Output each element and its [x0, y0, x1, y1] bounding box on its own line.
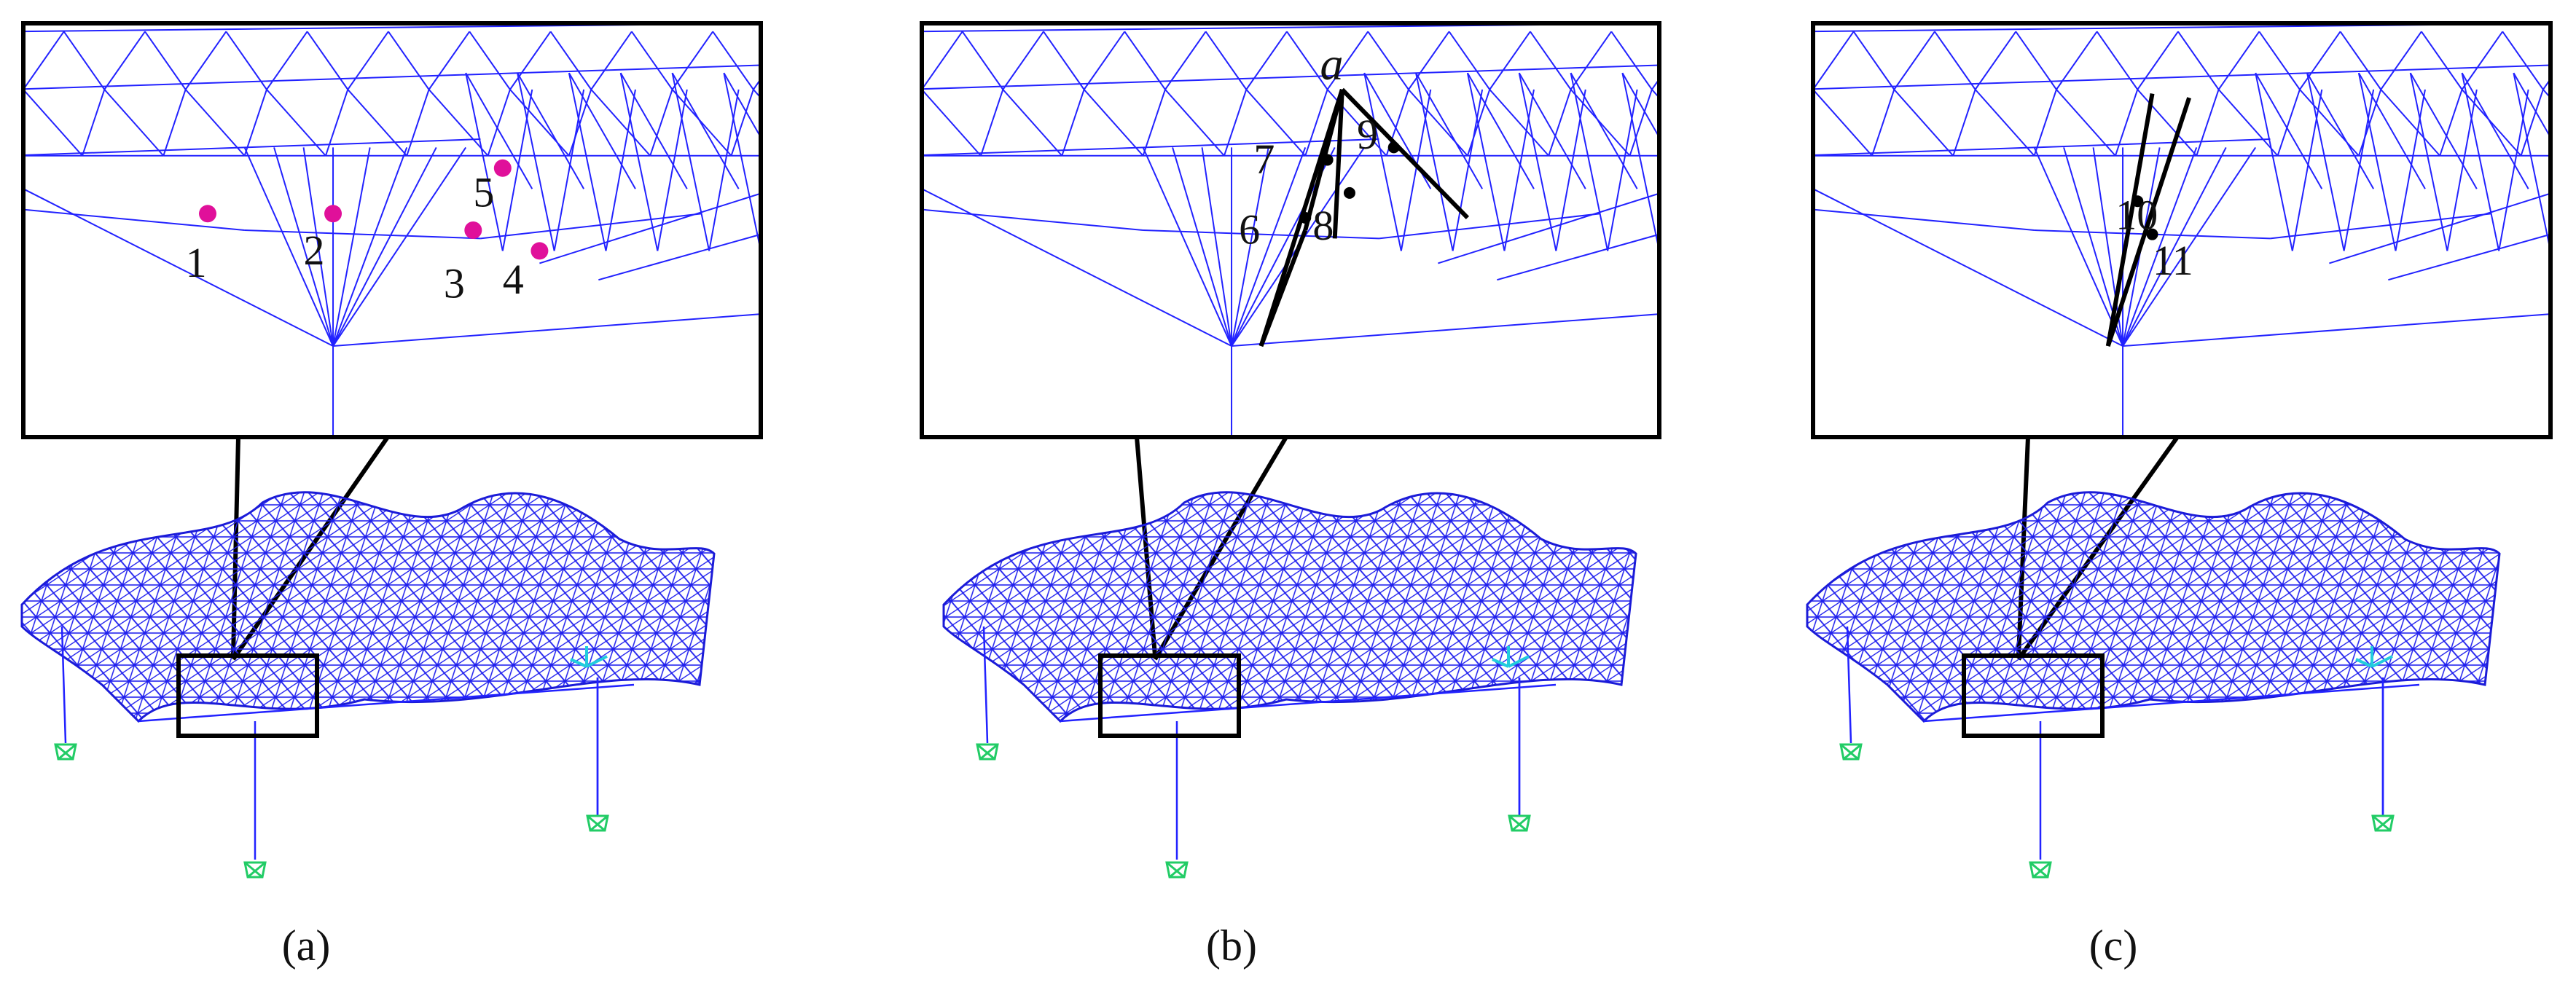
axis-icon: [570, 646, 608, 668]
member-point-11: [2146, 228, 2158, 240]
measure-point-2: [324, 205, 342, 223]
support-icon: [586, 814, 609, 832]
support-icon: [1508, 814, 1531, 832]
highlighted-member: [1258, 229, 1308, 347]
column: [1846, 626, 1852, 744]
zoom-frame: [21, 21, 763, 439]
zoom-box: [176, 653, 319, 738]
point-label-7: 7: [1253, 135, 1275, 183]
point-label-10: 10: [2115, 192, 2158, 239]
point-label-6: 6: [1239, 206, 1260, 254]
node-label: a: [1320, 38, 1343, 90]
point-label-3: 3: [444, 259, 465, 307]
point-label-1: 1: [186, 239, 207, 286]
zoom-box: [1098, 653, 1241, 738]
highlighted-member: [1332, 89, 1344, 239]
caption-b-text: (b): [1206, 922, 1257, 970]
support-icon: [243, 861, 267, 879]
member-point-10: [2131, 195, 2144, 208]
roof-truss: [1806, 491, 2501, 723]
highlighted-member: [2105, 93, 2155, 347]
axis-icon: [1492, 646, 1530, 668]
column: [60, 626, 67, 744]
point-label-5: 5: [473, 169, 494, 216]
support-icon: [976, 743, 999, 761]
support-icon: [1839, 743, 1863, 761]
caption-b: (b): [1206, 922, 1257, 970]
overview-model: [20, 491, 716, 879]
zoom-mesh: [23, 23, 761, 437]
support-icon: [2029, 861, 2052, 879]
caption-c: (c): [2089, 922, 2138, 970]
caption-a-text: (a): [282, 922, 331, 970]
measure-point-1: [199, 205, 216, 223]
highlighted-member: [2105, 97, 2191, 347]
zoom-box: [1962, 653, 2105, 738]
member-point-6: [1299, 211, 1312, 224]
member-point-8: [1343, 186, 1355, 199]
panel-b: a 6 789: [920, 21, 1661, 879]
measure-point-4: [531, 242, 549, 260]
highlighted-member: [1340, 87, 1470, 220]
point-label-9: 9: [1357, 111, 1378, 158]
support-icon: [1165, 861, 1189, 879]
caption-a: (a): [282, 922, 331, 970]
measure-point-5: [493, 159, 512, 177]
support-icon: [54, 743, 77, 761]
overview-model: [942, 491, 1637, 879]
point-label-8: 8: [1312, 202, 1334, 249]
overview-model: [1806, 491, 2501, 879]
roof-truss: [942, 491, 1637, 723]
point-label-4: 4: [503, 256, 524, 303]
point-label-11: 11: [2153, 237, 2193, 284]
point-label-2: 2: [304, 227, 325, 274]
caption-c-text: (c): [2089, 922, 2138, 970]
column: [982, 626, 989, 744]
member-point-9: [1387, 141, 1400, 154]
zoom-frame: [920, 21, 1661, 439]
axis-icon: [2355, 646, 2393, 668]
member-point-7: [1321, 154, 1334, 166]
measure-point-3: [464, 221, 482, 239]
roof-truss: [20, 491, 716, 723]
support-icon: [2371, 814, 2395, 832]
